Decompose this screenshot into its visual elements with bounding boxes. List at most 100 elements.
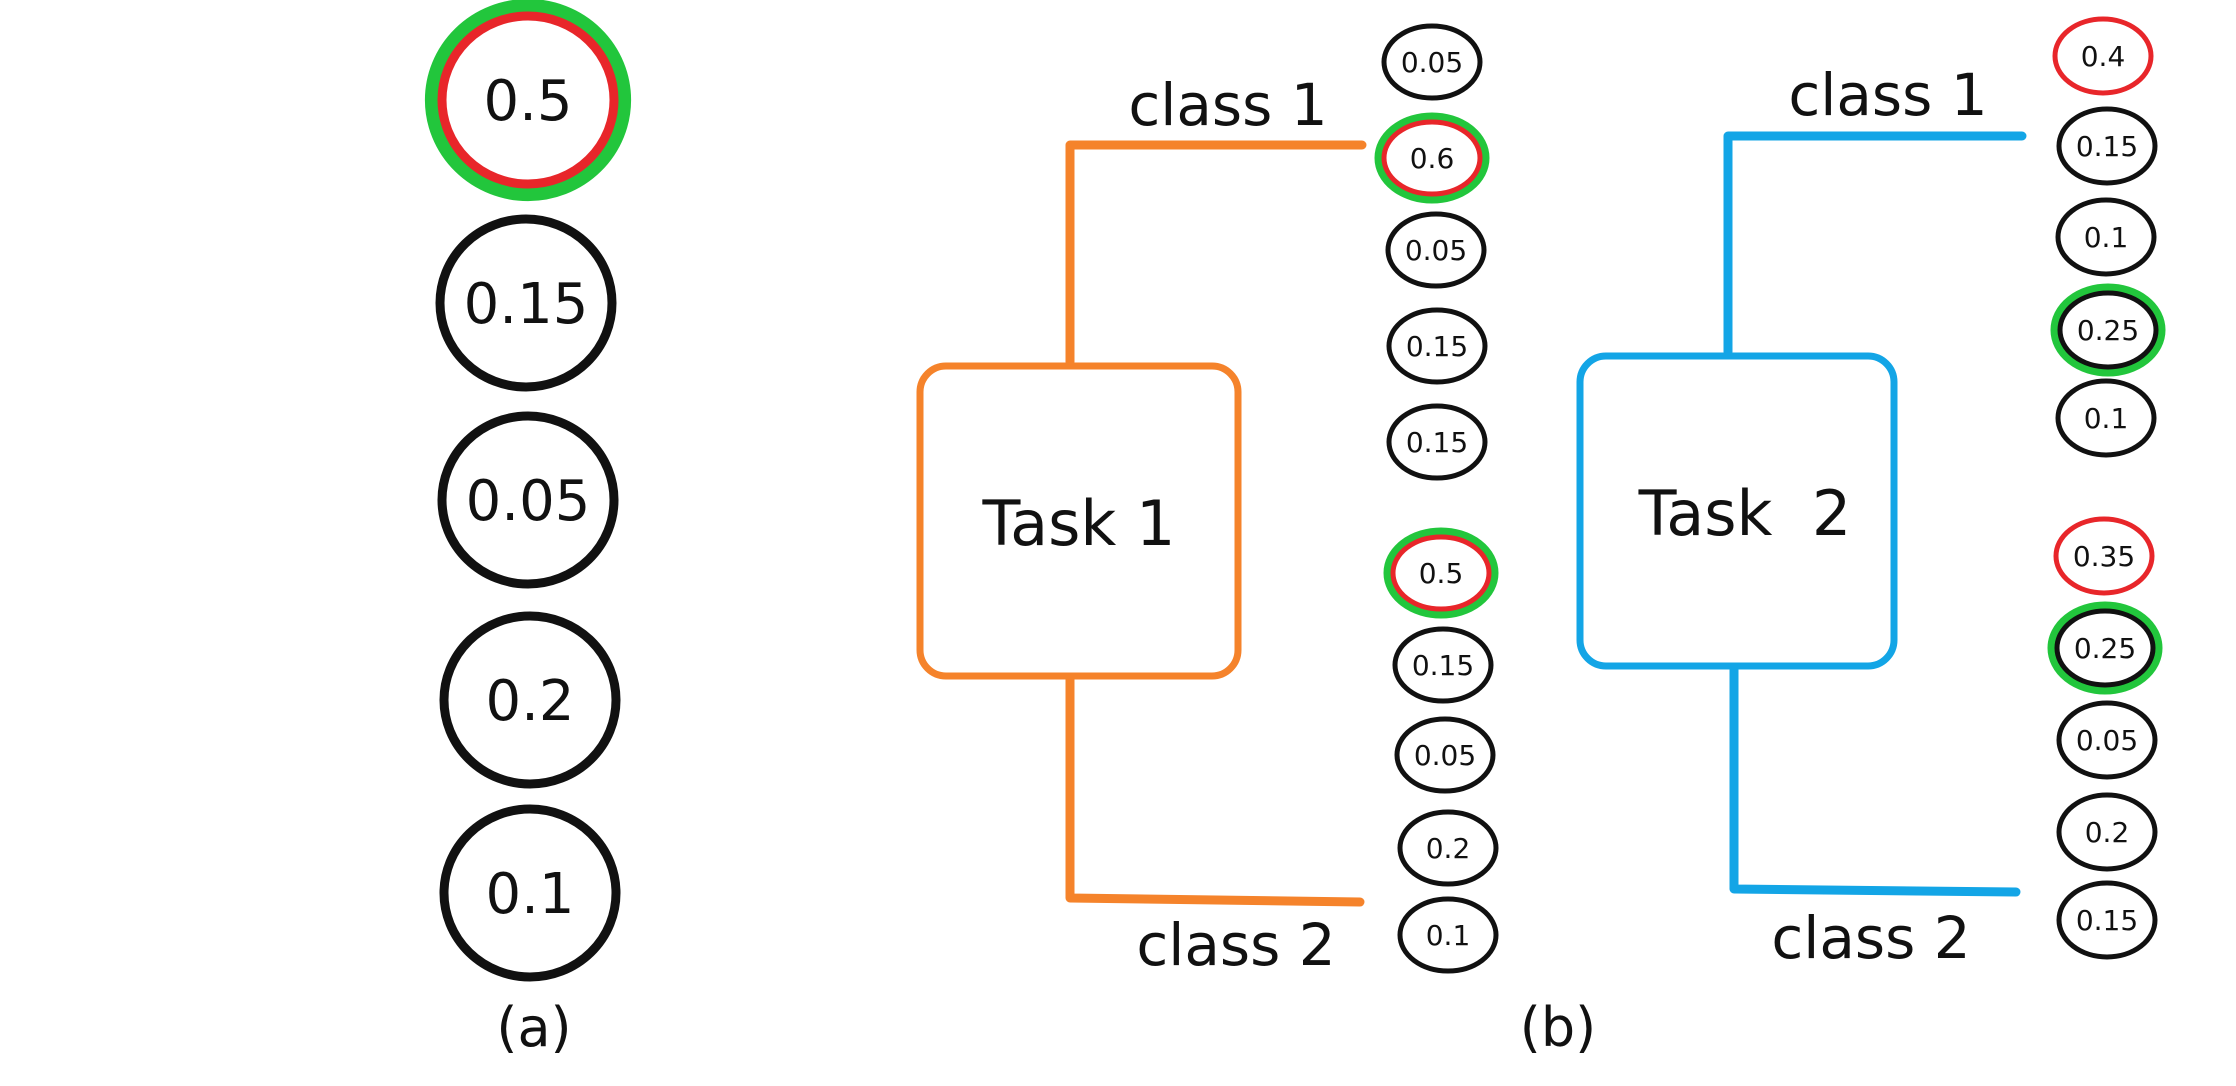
task2-class2-node: 0.2 — [2056, 792, 2158, 872]
value-ring — [1386, 307, 1488, 385]
node-value: 0.05 — [1414, 739, 1476, 772]
task2-tree: Task 2 class 1 class 2 0.4 0.15 0.1 0.25 0.1… — [1576, 16, 2166, 972]
node-value: 0.15 — [2076, 904, 2138, 937]
task2-box — [1576, 352, 1898, 670]
node-value: 0.15 — [1412, 649, 1474, 682]
task2-class1-branch — [1723, 131, 2027, 357]
max-value-ring — [2052, 16, 2154, 96]
max-value-ring — [1390, 534, 1492, 612]
node-value: 0.5 — [1419, 557, 1464, 590]
node-value: 0.2 — [485, 669, 574, 734]
task1-class2-label: class 2 — [1136, 911, 1335, 979]
task1-class2-node: 0.05 — [1394, 716, 1496, 794]
node-value: 0.25 — [2077, 314, 2139, 347]
task1-class2-node-list: 0.5 0.15 0.05 0.2 0.1 — [1383, 527, 1499, 974]
node-value: 0.1 — [2084, 402, 2129, 435]
value-ring — [1397, 809, 1499, 887]
panel-a-node-list: 0.5 0.15 0.05 0.2 0.1 — [424, 0, 632, 982]
task1-class1-node: 0.15 — [1386, 307, 1488, 385]
panel-a-caption: (a) — [496, 996, 571, 1059]
value-ring — [2056, 106, 2158, 186]
selected-ring — [1374, 112, 1490, 204]
value-ring — [2057, 290, 2159, 370]
panel-a-node: 0.5 — [424, 0, 632, 202]
panel-a: 0.5 0.15 0.05 0.2 0.1 (a) — [424, 0, 632, 1059]
task2-class1-node: 0.1 — [2055, 197, 2157, 277]
panel-a-node: 0.15 — [435, 214, 617, 392]
task1-class1-node: 0.6 — [1374, 112, 1490, 204]
task2-class2-label: class 2 — [1771, 904, 1970, 972]
node-value: 0.35 — [2073, 540, 2135, 573]
task2-label: Task 2 — [1638, 477, 1852, 550]
node-value: 0.15 — [2076, 130, 2138, 163]
task1-box — [916, 362, 1242, 680]
node-value: 0.1 — [2084, 221, 2129, 254]
value-ring — [1381, 23, 1483, 101]
selected-ring — [2050, 283, 2166, 377]
node-value: 0.05 — [1405, 234, 1467, 267]
node-value: 0.15 — [1406, 330, 1468, 363]
task1-class1-node: 0.15 — [1386, 403, 1488, 481]
task2-class2-node: 0.05 — [2056, 700, 2158, 780]
value-ring — [2055, 378, 2157, 458]
task1-class1-node-list: 0.05 0.6 0.05 0.15 0.15 — [1374, 23, 1490, 481]
task1-label: Task 1 — [982, 487, 1176, 560]
panel-b: Task 1 class 1 class 2 0.050.60.050.150.… — [916, 16, 2166, 1059]
task2-class2-node: 0.15 — [2056, 880, 2158, 960]
node-value: 0.1 — [1426, 919, 1471, 952]
node-value: 0.2 — [1426, 832, 1471, 865]
value-ring — [439, 611, 621, 789]
node-value: 0.05 — [466, 469, 591, 534]
value-ring — [1394, 716, 1496, 794]
node-value: 0.2 — [2085, 816, 2130, 849]
node-value: 0.15 — [464, 272, 589, 337]
task2-class1-node: 0.15 — [2056, 106, 2158, 186]
task2-class1-node: 0.1 — [2055, 378, 2157, 458]
task2-class2-node: 0.35 — [2053, 516, 2155, 596]
task2-class1-node: 0.4 — [2052, 16, 2154, 96]
value-ring — [1392, 626, 1494, 704]
max-value-ring — [1381, 119, 1483, 197]
task1-class1-node: 0.05 — [1385, 211, 1487, 289]
task1-tree: Task 1 class 1 class 2 0.050.60.050.150.… — [916, 23, 1499, 979]
task1-class1-label: class 1 — [1128, 71, 1327, 139]
selected-ring — [1383, 527, 1499, 619]
task1-class2-node: 0.2 — [1397, 809, 1499, 887]
max-value-ring — [437, 11, 619, 189]
task2-class2-node-list: 0.35 0.25 0.05 0.2 0.15 — [2047, 516, 2163, 960]
task1-class1-node: 0.05 — [1381, 23, 1483, 101]
value-ring — [437, 411, 619, 589]
node-value: 0.6 — [1410, 142, 1455, 175]
task1-class2-node: 0.15 — [1392, 626, 1494, 704]
value-ring — [1386, 403, 1488, 481]
task1-class1-branch — [1065, 140, 1367, 367]
node-value: 0.05 — [1401, 46, 1463, 79]
node-value: 0.05 — [2076, 724, 2138, 757]
task2-class1-node: 0.25 — [2050, 283, 2166, 377]
value-ring — [435, 214, 617, 392]
value-ring — [2056, 792, 2158, 872]
node-value: 0.4 — [2081, 40, 2126, 73]
panel-a-node: 0.2 — [439, 611, 621, 789]
panel-b-caption: (b) — [1520, 996, 1596, 1059]
task2-class2-node: 0.25 — [2047, 601, 2163, 695]
panel-a-node: 0.1 — [439, 804, 621, 982]
value-ring — [2054, 608, 2156, 688]
value-ring — [2056, 700, 2158, 780]
task2-class2-branch — [1729, 661, 2021, 897]
selected-ring — [424, 0, 632, 202]
task1-class2-branch — [1065, 671, 1365, 907]
node-value: 0.25 — [2074, 632, 2136, 665]
task2-class1-label: class 1 — [1788, 61, 1987, 129]
node-value: 0.5 — [483, 69, 572, 134]
panel-a-node: 0.05 — [437, 411, 619, 589]
task1-class2-node: 0.5 — [1383, 527, 1499, 619]
node-value: 0.1 — [485, 862, 574, 927]
task2-class1-node-list: 0.4 0.15 0.1 0.25 0.1 — [2050, 16, 2166, 458]
node-value: 0.15 — [1406, 426, 1468, 459]
value-ring — [1385, 211, 1487, 289]
task1-class2-node: 0.1 — [1397, 896, 1499, 974]
value-ring — [2055, 197, 2157, 277]
max-value-ring — [2053, 516, 2155, 596]
